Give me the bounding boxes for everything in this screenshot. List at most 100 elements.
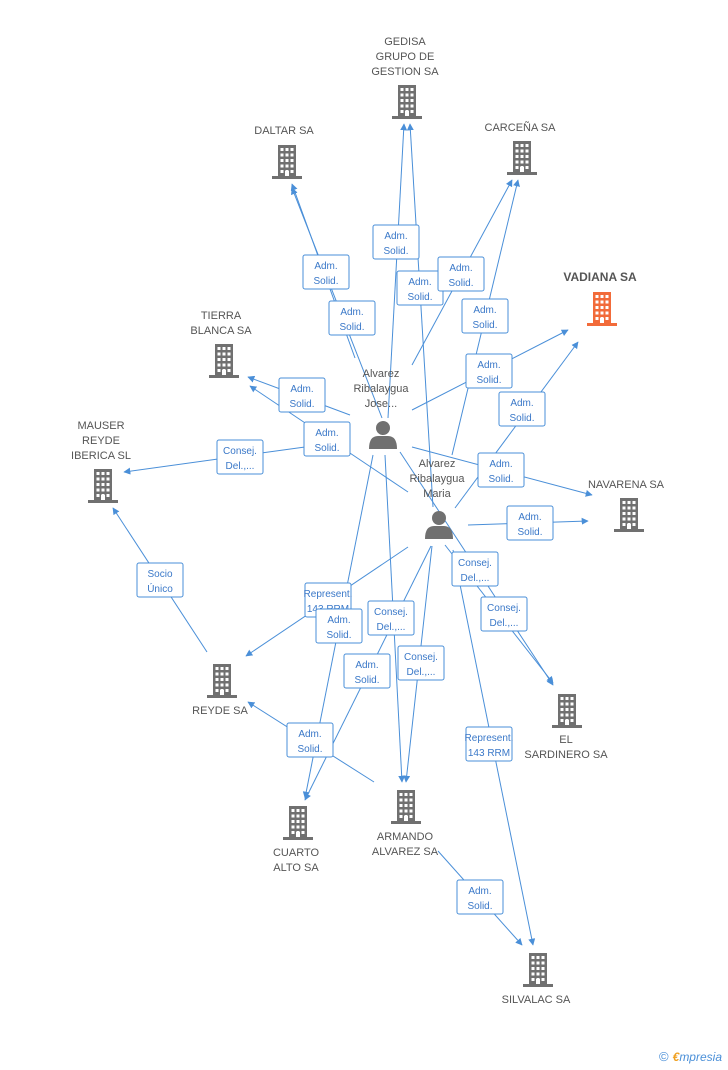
- edge-label-maria-navarena[interactable]: Adm.Solid.: [506, 505, 554, 541]
- edge-label-text: Adm.: [473, 305, 496, 316]
- node-reyde[interactable]: REYDE SA: [192, 664, 248, 717]
- node-label: ARMANDO: [377, 831, 434, 843]
- edge-label-maria-armando[interactable]: Consej.Del.,...: [397, 645, 445, 681]
- edge-label-text: Solid.: [407, 292, 432, 303]
- edge-label-text: Adm.: [408, 277, 431, 288]
- edge-label-maria-cuarto[interactable]: Adm.Solid.: [343, 653, 391, 689]
- edge-label-maria-gedisa[interactable]: Adm. Solid.: [396, 270, 444, 306]
- building-icon: [207, 664, 237, 698]
- edge-label-text: Solid.: [509, 413, 534, 424]
- edge-label-text: Único: [147, 582, 173, 595]
- node-navarena[interactable]: NAVARENA SA: [588, 479, 665, 532]
- edge-label-box: [465, 353, 513, 389]
- building-icon: [209, 344, 239, 378]
- edge-label-box: [456, 879, 504, 915]
- node-carcena[interactable]: CARCEÑA SA: [485, 121, 557, 175]
- edge-label-text: Consej.: [374, 607, 408, 618]
- edge-label-box: [461, 298, 509, 334]
- edge-label-text: Adm.: [298, 729, 321, 740]
- building-icon: [283, 806, 313, 840]
- edge-label-armando-silvalac[interactable]: Adm.Solid.: [456, 879, 504, 915]
- edge-label-text: Adm.: [340, 307, 363, 318]
- edge-label-text: Solid.: [476, 375, 501, 386]
- copyright-symbol: ©: [659, 1049, 669, 1064]
- edge-label-maria-tierra[interactable]: Adm.Solid.: [303, 421, 351, 457]
- edge-label-armando-reyde[interactable]: Adm.Solid.: [286, 722, 334, 758]
- edge-label-box: [397, 645, 445, 681]
- edge-label-jose-carcena[interactable]: Adm.Solid.: [437, 256, 485, 292]
- node-label: Maria: [423, 488, 451, 500]
- node-label: BLANCA SA: [190, 325, 252, 337]
- node-label: Ribalaygua: [409, 473, 465, 485]
- node-label: MAUSER: [77, 420, 124, 432]
- node-daltar[interactable]: DALTAR SA: [254, 125, 314, 179]
- edge-label-jose-vadiana[interactable]: Adm.Solid.: [465, 353, 513, 389]
- node-label: TIERRA: [201, 310, 242, 322]
- edge-jose-gedisa: [387, 123, 408, 419]
- edge-label-text: Represent.: [304, 589, 353, 600]
- edge-label-jose-daltar[interactable]: Adm.Solid.: [302, 254, 350, 290]
- edge-label-box: [498, 391, 546, 427]
- edge-label-text: Adm.: [518, 512, 541, 523]
- building-icon: [587, 292, 617, 326]
- edge-label-box: [216, 439, 264, 475]
- edge-label-text: Adm.: [384, 231, 407, 242]
- edge-label-box: [367, 600, 415, 636]
- node-label: Jose...: [365, 398, 397, 410]
- edge-label-jose-navarena[interactable]: Adm.Solid.: [477, 452, 525, 488]
- edge-label-jose-tierra[interactable]: Adm.Solid.: [278, 377, 326, 413]
- edge-label-box: [480, 596, 528, 632]
- edge-label-maria-carcena[interactable]: Adm.Solid.: [461, 298, 509, 334]
- edge-label-text: Solid.: [448, 278, 473, 289]
- building-icon: [392, 85, 422, 119]
- edge-label-text: Del.,...: [377, 622, 406, 633]
- edge-label-box: [477, 452, 525, 488]
- edge-label-box: [278, 377, 326, 413]
- edge-label-text: Adm.: [355, 660, 378, 671]
- edge-label-jose-cuarto[interactable]: Adm.Solid.: [315, 608, 363, 644]
- edge-label-jose-gedisa[interactable]: Adm.Solid.: [372, 224, 420, 260]
- node-label: ALVAREZ SA: [372, 846, 439, 858]
- edge-label-jose-sardinero[interactable]: Consej.Del.,...: [451, 551, 499, 587]
- node-armando[interactable]: ARMANDO ALVAREZ SA: [372, 790, 439, 858]
- edge-label-text: Adm.: [510, 398, 533, 409]
- edge-label-text: Del.,...: [226, 461, 255, 472]
- node-label: Ribalaygua: [353, 383, 409, 395]
- edge-label-text: Del.,...: [461, 573, 490, 584]
- edge-jose-mauser: [123, 446, 306, 475]
- node-tierra[interactable]: TIERRA BLANCA SA: [190, 310, 252, 378]
- edge-label-text: Represent.: [465, 733, 514, 744]
- node-label: GEDISA: [384, 36, 426, 48]
- building-icon: [272, 145, 302, 179]
- edge-label-text: Del.,...: [490, 618, 519, 629]
- edge-label-text: Solid.: [339, 322, 364, 333]
- edge-label-text: Consej.: [404, 652, 438, 663]
- edge-label-box: [343, 653, 391, 689]
- edge-label-text: Consej.: [487, 603, 521, 614]
- edge-label-maria-vadiana[interactable]: Adm. Solid.: [498, 391, 546, 427]
- edge-label-maria-daltar[interactable]: Adm. Solid.: [328, 300, 376, 336]
- brand-name: mpresia: [679, 1050, 722, 1064]
- node-label: Alvarez: [363, 368, 400, 380]
- edge-label-box: [286, 722, 334, 758]
- node-label: NAVARENA SA: [588, 479, 665, 491]
- edge-label-box: [451, 551, 499, 587]
- node-silvalac[interactable]: SILVALAC SA: [502, 953, 571, 1006]
- edge-label-box: [302, 254, 350, 290]
- edge-label-jose-mauser[interactable]: Consej.Del.,...: [216, 439, 264, 475]
- edge-label-maria-sardinero[interactable]: Consej. Del.,...: [480, 596, 528, 632]
- edge-label-jose-armando[interactable]: Consej. Del.,...: [367, 600, 415, 636]
- node-label: CUARTO: [273, 847, 319, 859]
- node-vadiana[interactable]: VADIANA SA: [563, 270, 637, 326]
- edge-label-maria-silvalac[interactable]: Represent.143 RRM: [465, 726, 514, 762]
- edge-label-text: Adm.: [314, 261, 337, 272]
- node-jose[interactable]: AlvarezRibalayguaJose...: [353, 368, 409, 449]
